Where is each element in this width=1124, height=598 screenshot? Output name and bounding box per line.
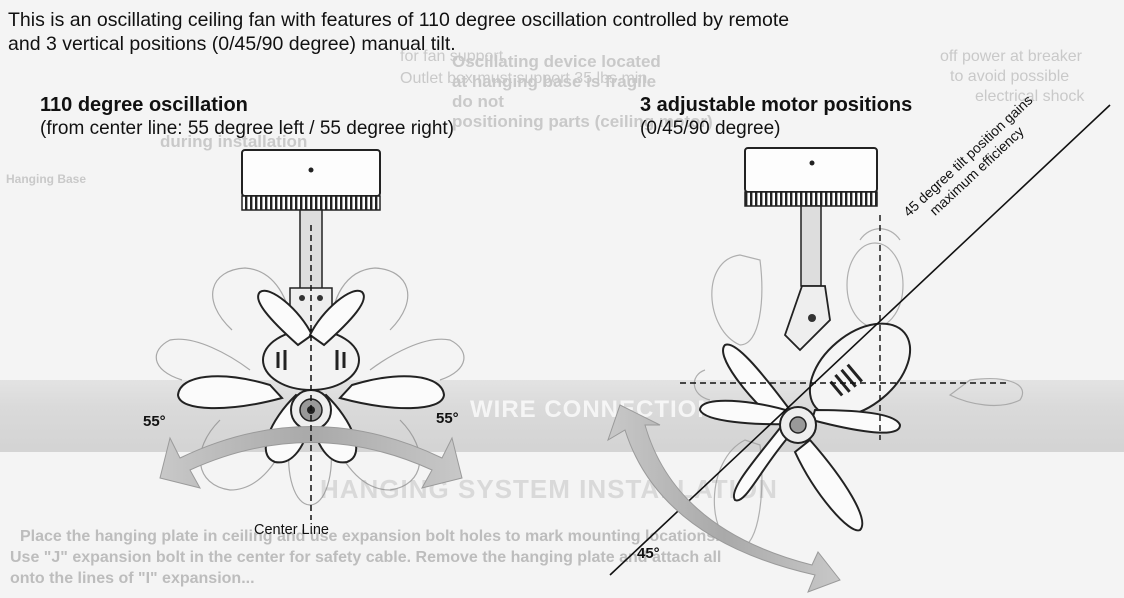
ghost-text-10: electrical shock <box>975 88 1085 105</box>
tilt-axis-line <box>609 104 1111 576</box>
ghost-text-2: at hanging base is fragile <box>452 72 657 91</box>
tilting-fan-illustration <box>693 147 1023 549</box>
intro-line-2: and 3 vertical positions (0/45/90 degree… <box>8 33 456 55</box>
ghost-text-11: Hanging Base <box>6 172 87 186</box>
tilt-heading: 3 adjustable motor positions <box>640 94 913 116</box>
ghost-text-4: positioning parts (ceiling motor) <box>452 112 713 131</box>
ghost-text-6: Outlet box must support 35 lbs min <box>400 70 648 87</box>
ghost-text-7: for fan support <box>400 48 504 65</box>
oscillation-subheading: (from center line: 55 degree left / 55 d… <box>40 118 455 139</box>
bottom-ghost-2: Use "J" expansion bolt in the center for… <box>10 549 722 566</box>
tilt-arrow <box>607 404 841 593</box>
tilt-subheading: (0/45/90 degree) <box>640 118 781 139</box>
intro-line-1: This is an oscillating ceiling fan with … <box>8 9 790 31</box>
left-angle-label: 55° <box>143 413 166 430</box>
ghost-text-5: during installation <box>160 132 308 151</box>
intro-paragraph: This is an oscillating ceiling fan with … <box>8 8 908 56</box>
right-angle-label: 55° <box>436 410 459 427</box>
tilt-angle-label: 45° <box>637 545 660 562</box>
bottom-ghost-1: Place the hanging plate in ceiling and u… <box>20 528 720 545</box>
oscillation-arrow <box>159 426 463 489</box>
ghost-text-8: off power at breaker <box>940 48 1083 65</box>
ghost-text-9: to avoid possible <box>950 68 1070 85</box>
ghost-text-1: Oscillating device located <box>452 52 661 71</box>
band-title-wire: WIRE CONNECTION <box>470 396 716 423</box>
oscillation-heading: 110 degree oscillation <box>40 94 248 116</box>
ghost-text-3: do not <box>452 92 504 111</box>
bottom-ghost-3: onto the lines of "I" expansion... <box>10 570 255 587</box>
center-line-label: Center Line <box>254 522 329 538</box>
